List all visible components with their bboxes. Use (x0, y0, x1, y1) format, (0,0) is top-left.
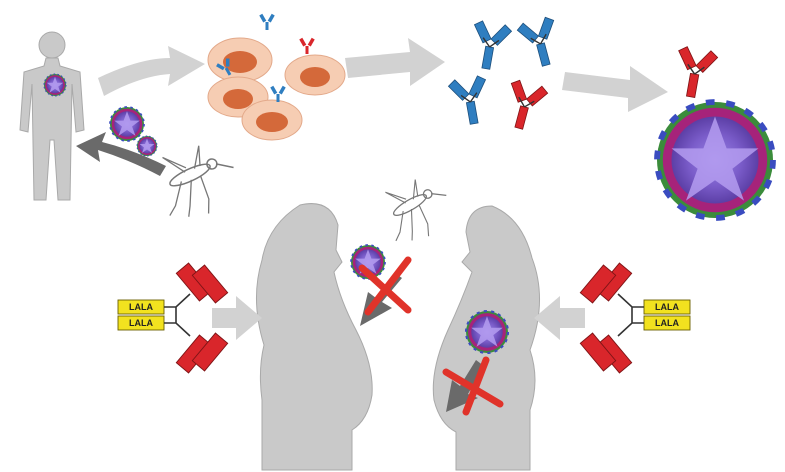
mosquito-icon (153, 137, 245, 225)
zika-virus-icon-2 (109, 106, 145, 142)
lala-antibody-icon: LALA LALA (117, 262, 229, 374)
flow-arrow-3 (562, 66, 668, 112)
mosquito-icon-2 (377, 170, 458, 248)
human-figure-icon (19, 31, 85, 201)
pregnant-woman-icon (256, 203, 373, 471)
lala-tag-label-2: LALA (129, 318, 153, 328)
flow-arrow-5 (534, 296, 585, 340)
b-cell-icon (207, 37, 346, 141)
lala-tag-label: LALA (129, 302, 153, 312)
antibody-cluster (446, 14, 566, 134)
zika-virus-large-icon (657, 102, 773, 218)
block-cross-icon-2 (442, 356, 504, 416)
flow-arrow-4 (212, 296, 262, 340)
lala-tag-label-3: LALA (655, 302, 679, 312)
zika-virus-icon (43, 73, 67, 97)
flow-arrow-1 (98, 46, 205, 96)
zika-virus-icon-5 (464, 309, 510, 355)
neutralizing-antibody-icon (670, 44, 720, 101)
transmission-arrow (76, 132, 166, 176)
zika-virus-icon-3 (136, 135, 158, 157)
flow-arrow-2 (345, 38, 445, 86)
block-cross-icon (358, 256, 412, 316)
lala-tag-label-4: LALA (655, 318, 679, 328)
